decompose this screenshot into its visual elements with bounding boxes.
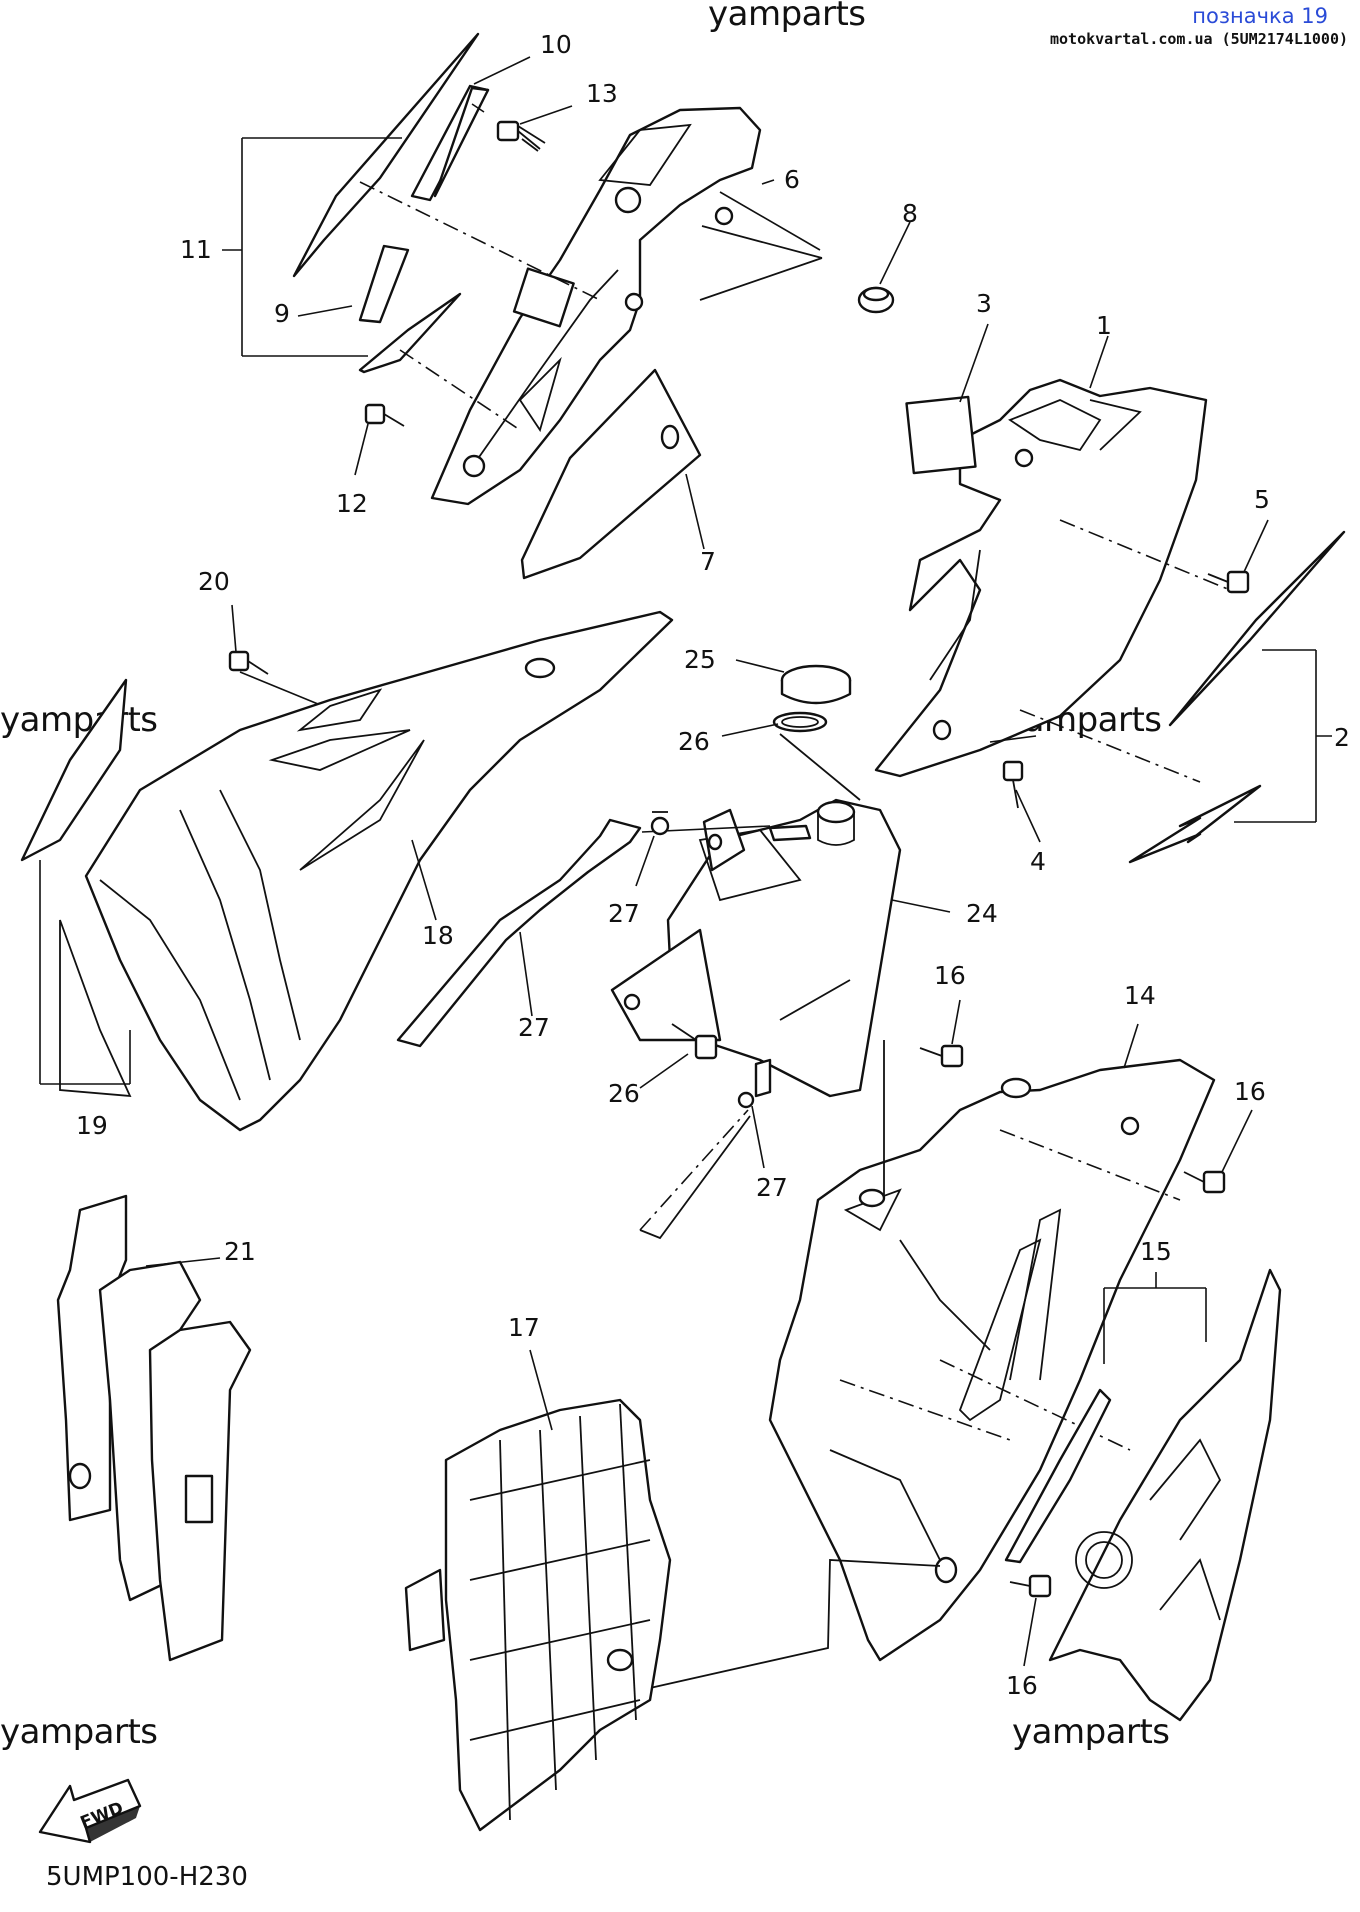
callout-6: 6 [784, 165, 800, 194]
callout-21: 21 [224, 1237, 256, 1266]
callout-22: 24 [966, 899, 998, 928]
part-12-bolt [364, 403, 405, 427]
callout-16: 16 [1006, 1671, 1038, 1700]
part-1-shroud-right [874, 378, 1208, 778]
part-27-clip-upper [650, 811, 670, 836]
callout-2: 2 [1334, 723, 1350, 752]
callout-7: 7 [700, 547, 716, 576]
callout-8: 8 [902, 199, 918, 228]
callout-27: 27 [608, 899, 640, 928]
part-16-bolt-upper [919, 1044, 964, 1068]
callout-19: 19 [76, 1111, 108, 1140]
part-26-hose [396, 818, 642, 1048]
callout-13: 13 [586, 79, 618, 108]
part-20-bolt [228, 650, 269, 675]
header-source: motokvartal.com.ua (5UM2174L1000) [1049, 30, 1348, 48]
part-4-bolt [1002, 760, 1024, 809]
callout-20: 20 [198, 567, 230, 596]
part-16-bolt-right [1183, 1170, 1226, 1194]
part-14-radiator-shroud [768, 1058, 1216, 1662]
part-24-gasket [772, 711, 828, 733]
part-25-bolt [671, 1023, 718, 1060]
part-11-decal-lower [358, 292, 462, 374]
part-15-decal [1004, 1268, 1282, 1722]
callout-16: 16 [934, 961, 966, 990]
callout-14: 14 [1124, 981, 1156, 1010]
part-17-louver [404, 1398, 672, 1832]
part-10-decal [410, 84, 490, 202]
fwd-arrow-icon: FWD [38, 1778, 142, 1844]
part-2-decal-lower [1128, 784, 1262, 864]
part-7-filter-cover [520, 368, 702, 580]
part-6-side-cover [430, 106, 762, 506]
callout-1: 1 [1096, 311, 1112, 340]
part-22-fuel-tank [610, 798, 902, 1098]
callout-5: 5 [1254, 485, 1270, 514]
part-5-bolt [1207, 570, 1250, 594]
callout-18: 18 [422, 921, 454, 950]
callout-25: 26 [608, 1079, 640, 1108]
callout-4: 4 [1030, 847, 1046, 876]
watermark: yamparts [0, 700, 158, 740]
part-11-decal-upper [292, 32, 480, 278]
part-16-bolt-lower [1009, 1574, 1052, 1598]
callout-3: 3 [976, 289, 992, 318]
diagram-code: 5UMP100-H230 [46, 1862, 248, 1892]
watermark: yamparts [708, 0, 866, 34]
part-23-fuel-cap [780, 664, 852, 705]
callout-27: 27 [756, 1173, 788, 1202]
part-9-decal [358, 244, 410, 324]
watermark: yamparts [0, 1712, 158, 1752]
part-13-bolt [496, 120, 546, 152]
callout-17: 17 [508, 1313, 540, 1342]
part-19-decal [20, 678, 128, 862]
callout-24: 26 [678, 727, 710, 756]
callout-23: 25 [684, 645, 716, 674]
callout-9: 9 [274, 299, 290, 328]
part-21-louver [56, 1194, 252, 1662]
part-3-pad [905, 395, 977, 475]
callout-10: 10 [540, 30, 572, 59]
part-18-shroud-left [84, 610, 674, 1132]
callout-26: 27 [518, 1013, 550, 1042]
part-8-grommet [857, 286, 895, 314]
header-title: позначка 19 [1192, 4, 1328, 28]
callout-11: 11 [180, 235, 212, 264]
watermark: yamparts [1012, 1712, 1170, 1752]
callout-15: 15 [1140, 1237, 1172, 1266]
part-2-decal-upper [1168, 530, 1346, 727]
callout-16: 16 [1234, 1077, 1266, 1106]
callout-12: 12 [336, 489, 368, 518]
part-27-clip-lower [737, 1058, 772, 1109]
